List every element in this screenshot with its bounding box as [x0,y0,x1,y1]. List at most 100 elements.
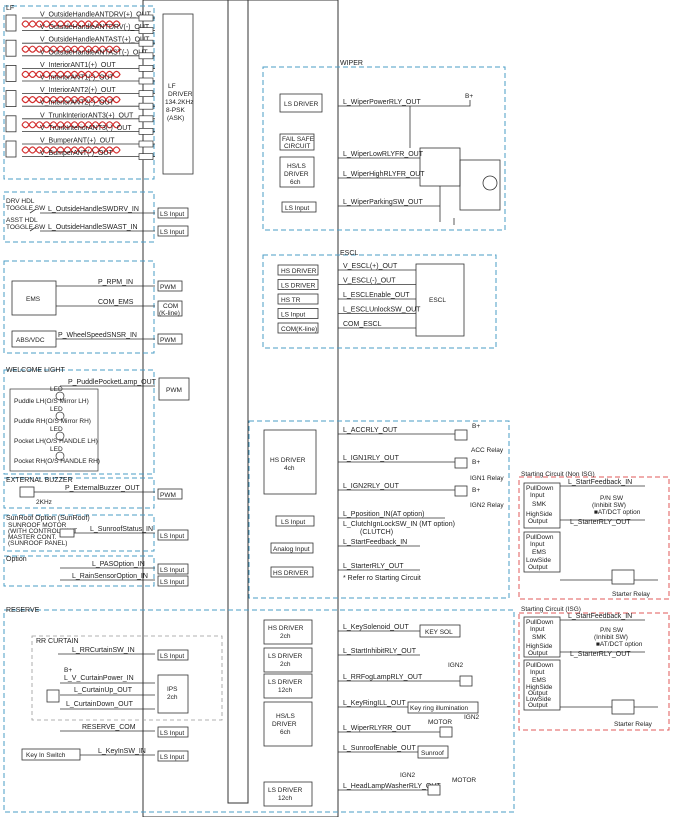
key-in-ls-input-label: LS Input [160,754,184,761]
ast-hdl-label-2: TOGGLE SW [6,224,46,231]
pas-option-signal: L_PASOption_IN [92,561,145,568]
isg-pulldown-l2: Input [530,626,545,633]
antenna-coil [21,121,121,129]
option-title: Option [6,556,27,563]
curtain-motor-icon [46,689,60,703]
key-in-switch-box [21,748,81,761]
lf-driver-box [162,13,194,175]
rr-fog-ls-driver-box [263,673,313,699]
headlamp-washer-driver-box [263,781,313,807]
hsls-reserve-l3: 6ch [280,729,291,736]
escl-driver-label: LS Input [281,312,305,319]
acc-rly-signal: L_ACCRLY_OUT [343,427,398,434]
rr-curtain-frame [31,635,223,721]
acc-relay-icon [454,429,468,441]
ems-box-label: EMS [26,296,41,303]
headlamp-driver-l2: 12ch [278,795,292,802]
rr-curtain-ls-input-label: LS Input [160,653,184,660]
rain-ls-input-box [157,575,189,587]
isg-pnsw-l1: P/N SW [600,627,624,634]
key-ring-illumination-label: Key ring illumination [410,705,469,712]
drv-hdl-label-2: TOGGLE SW [6,205,46,212]
wiper-bplus: B+ [465,93,473,100]
lf-signal: V_OutsideHandleANTDRV(+)_OUT [40,12,152,19]
analog-input-label: Analog Input [273,546,310,553]
wiper-ls-input-label: LS Input [285,205,309,212]
start-feedback-signal: L_StartFeedback_IN [343,539,407,546]
rr-wiper-ign2: IGN2 [464,714,480,721]
lf-signal: V_OutsideHandleANTDRV(-)_OUT [40,24,150,31]
lf-connector [138,14,154,22]
wheel-pwm-label: PWM [160,337,176,344]
escl-driver-box [277,308,319,319]
wiper-low-signal: L_WiperLowRLYFR_OUT [343,151,424,158]
wiper-hsls-l1: HS/LS [287,163,306,170]
rr-fog-driver-l1: LS DRIVER [268,679,303,686]
ign1-bplus: B+ [472,459,480,466]
sunroof-enable-signal: L_SunroofEnable_OUT [343,745,416,752]
key-sol-driver-l1: HS DRIVER [268,625,304,632]
rr-fog-relay-icon [459,675,473,687]
led-icon [55,451,65,461]
sunroof-line-2: (WITH CONTROL UNIT [8,528,77,535]
isg-starter-relay-label: Starter Relay [614,721,653,728]
sunroof-target-label: Sunroof [421,750,444,757]
lf-driver-line-4: 8-PSK [166,107,185,114]
wiper-hsls-box [279,156,315,188]
welcome-lamp-label: Puddle RH(O/S Mirror RH) [14,418,91,425]
antenna-icon [5,65,17,82]
non-isg-pulldown-l2: Input [530,492,545,499]
sunroof-signal: L_SunroofStatus_IN [90,526,153,533]
abs-vdc-label: ABS/VDC [16,337,45,344]
escl-signal: COM_ESCL [343,321,382,328]
analog-input-box [270,542,314,554]
ign2-bplus: B+ [472,487,480,494]
sunroof-line-4: (SUNROOF PANEL) [8,540,67,547]
acc-relay-label: ACC Relay [471,447,504,454]
escl-frame [262,254,497,349]
ips-label-1: IPS [167,686,178,693]
reserve-com-ls-input-label: LS Input [160,730,184,737]
ign1-rly-signal: L_IGN1RLY_OUT [343,455,400,462]
isg-pnsw-l2: (Inhibit SW) [594,634,628,641]
escl-signal: L_ESCLUnlockSW_OUT [343,307,421,314]
key-sol-hs-driver-box [263,619,313,645]
lf-connector [138,90,154,97]
non-isg-ems-box [523,531,561,573]
curtain-up-signal: L_CurtainUp_OUT [74,687,133,694]
relay-hs-driver-box [263,429,317,495]
isg-pulldown2-l2: Input [530,669,545,676]
hsls-reserve-l1: HS/LS [276,713,295,720]
non-isg-pnsw-l1: P/N SW [600,495,624,502]
com-kline-box [157,300,183,317]
option-frame [3,555,155,587]
relay-ls-input-box [275,515,315,527]
headlamp-washer-signal: L_HeadLampWasherRLY_OUT [343,783,441,790]
lf-signal: V_InteriorANT1(-)_OUT [40,75,115,82]
rr-curtain-title: RR CURTAIN [36,638,79,645]
relay-hs-driver-l1: HS DRIVER [270,457,306,464]
lf-section-title: LF [6,5,14,12]
ems-box [11,280,57,316]
relay-frame [248,420,510,599]
escl-driver-label: COM(K-line) [281,326,317,333]
lf-driver-line-1: LF [168,83,176,90]
non-isg-highside-l2: Output [528,518,548,525]
ast-ls-input-label: LS Input [160,229,184,236]
welcome-lamp-label: Pocket LH(O/S HANDLE LH) [14,438,98,445]
non-isg-highside-l1: HighSide [526,511,553,518]
key-in-sw-signal: L_KeyInSW_IN [98,748,146,755]
wiper-motor-icon [482,175,498,191]
antenna-icon [5,90,17,107]
welcome-pwm-label: PWM [166,387,182,394]
escl-title: ESCL [340,250,358,257]
wiper-parking-signal: L_WiperParkingSW_OUT [343,199,423,206]
curtain-power-signal: L_V_CurtainPower_IN [64,675,134,682]
wiper-high-signal: L_WiperHighRLYFR_OUT [343,171,425,178]
sunroof-ls-input-box [157,529,189,541]
lf-connector [138,39,154,47]
wiper-ls-input-box [281,201,317,213]
non-isg-starter-relay-box [611,569,635,585]
key-in-ls-input-box [157,750,189,762]
